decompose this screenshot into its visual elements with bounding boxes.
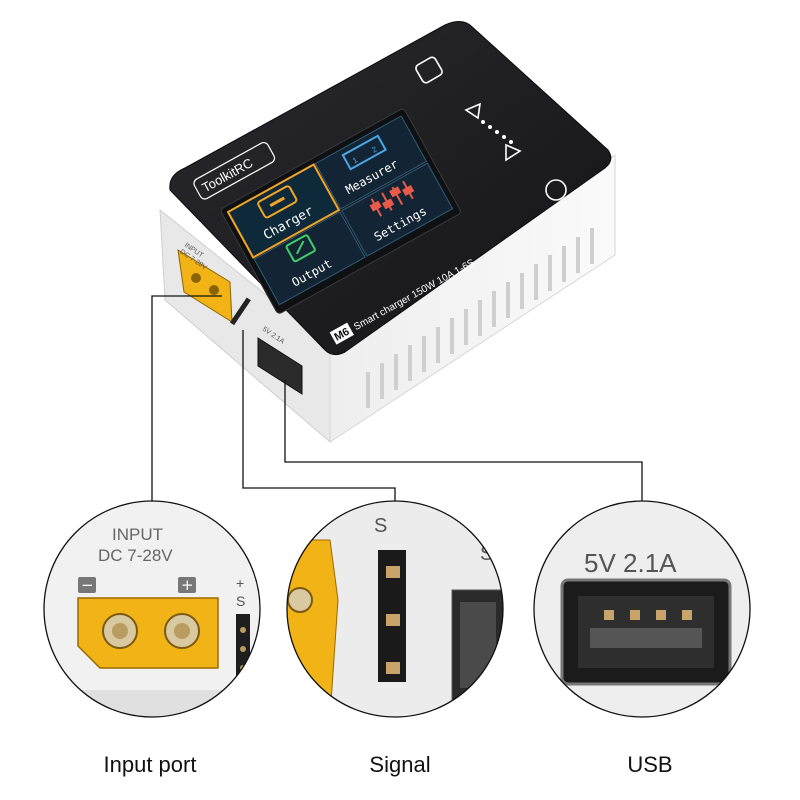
vent-slots	[366, 228, 594, 408]
lcd-screen: Charger 1 2 Measurer Output	[220, 108, 461, 314]
minus-sign: −	[81, 576, 94, 594]
sliders-icon	[369, 180, 415, 217]
plus-badge	[178, 577, 196, 593]
leader-line-input	[151, 295, 222, 501]
callout-input-range: DC 7-28V	[98, 546, 173, 565]
output-arrows-icon	[285, 234, 316, 263]
left-arrow-icon[interactable]	[464, 102, 481, 120]
menu-tile-charger[interactable]: Charger	[226, 163, 341, 259]
ruler-number-1: 1	[351, 155, 360, 165]
brand-plate	[193, 141, 276, 200]
callout-signal-letter: S	[374, 515, 387, 537]
callout-signal: S S	[286, 500, 504, 718]
minus-badge	[78, 577, 96, 593]
square-button-icon[interactable]	[414, 56, 443, 84]
svg-text:S: S	[480, 543, 493, 565]
signal-port[interactable]	[229, 297, 251, 326]
caption-input-port: Input port	[103, 752, 197, 777]
caption-signal: Signal	[369, 752, 431, 777]
xt60-input-port[interactable]	[177, 249, 233, 323]
callout-usb: 5V 2.1A	[533, 500, 751, 718]
callout-usb-rating: 5V 2.1A	[584, 548, 677, 578]
right-arrow-icon[interactable]	[505, 143, 522, 162]
callout-pin-plus: +	[236, 575, 244, 591]
menu-tile-output[interactable]: Output	[253, 211, 366, 306]
callout-input-port: INPUT DC 7-28V − + + S	[43, 500, 261, 718]
model-badge	[329, 322, 354, 345]
callout-pin-s: S	[236, 593, 245, 609]
signal-xt60-edge	[287, 539, 339, 717]
ruler-number-2: 2	[370, 144, 379, 154]
callout-input-label: INPUT	[112, 525, 163, 544]
leader-line-usb	[284, 380, 643, 501]
caption-usb: USB	[627, 752, 673, 777]
leader-lines	[151, 295, 643, 501]
leader-line-signal	[242, 330, 396, 501]
usb-port[interactable]	[257, 337, 303, 395]
plus-sign: +	[181, 576, 194, 594]
circle-button-icon[interactable]	[545, 179, 567, 201]
navigation-dots	[481, 120, 513, 144]
ruler-icon	[341, 134, 387, 171]
charger-device: ToolkitRC Charger 1 2 Measurer	[159, 21, 616, 444]
battery-plug-icon	[257, 185, 298, 219]
